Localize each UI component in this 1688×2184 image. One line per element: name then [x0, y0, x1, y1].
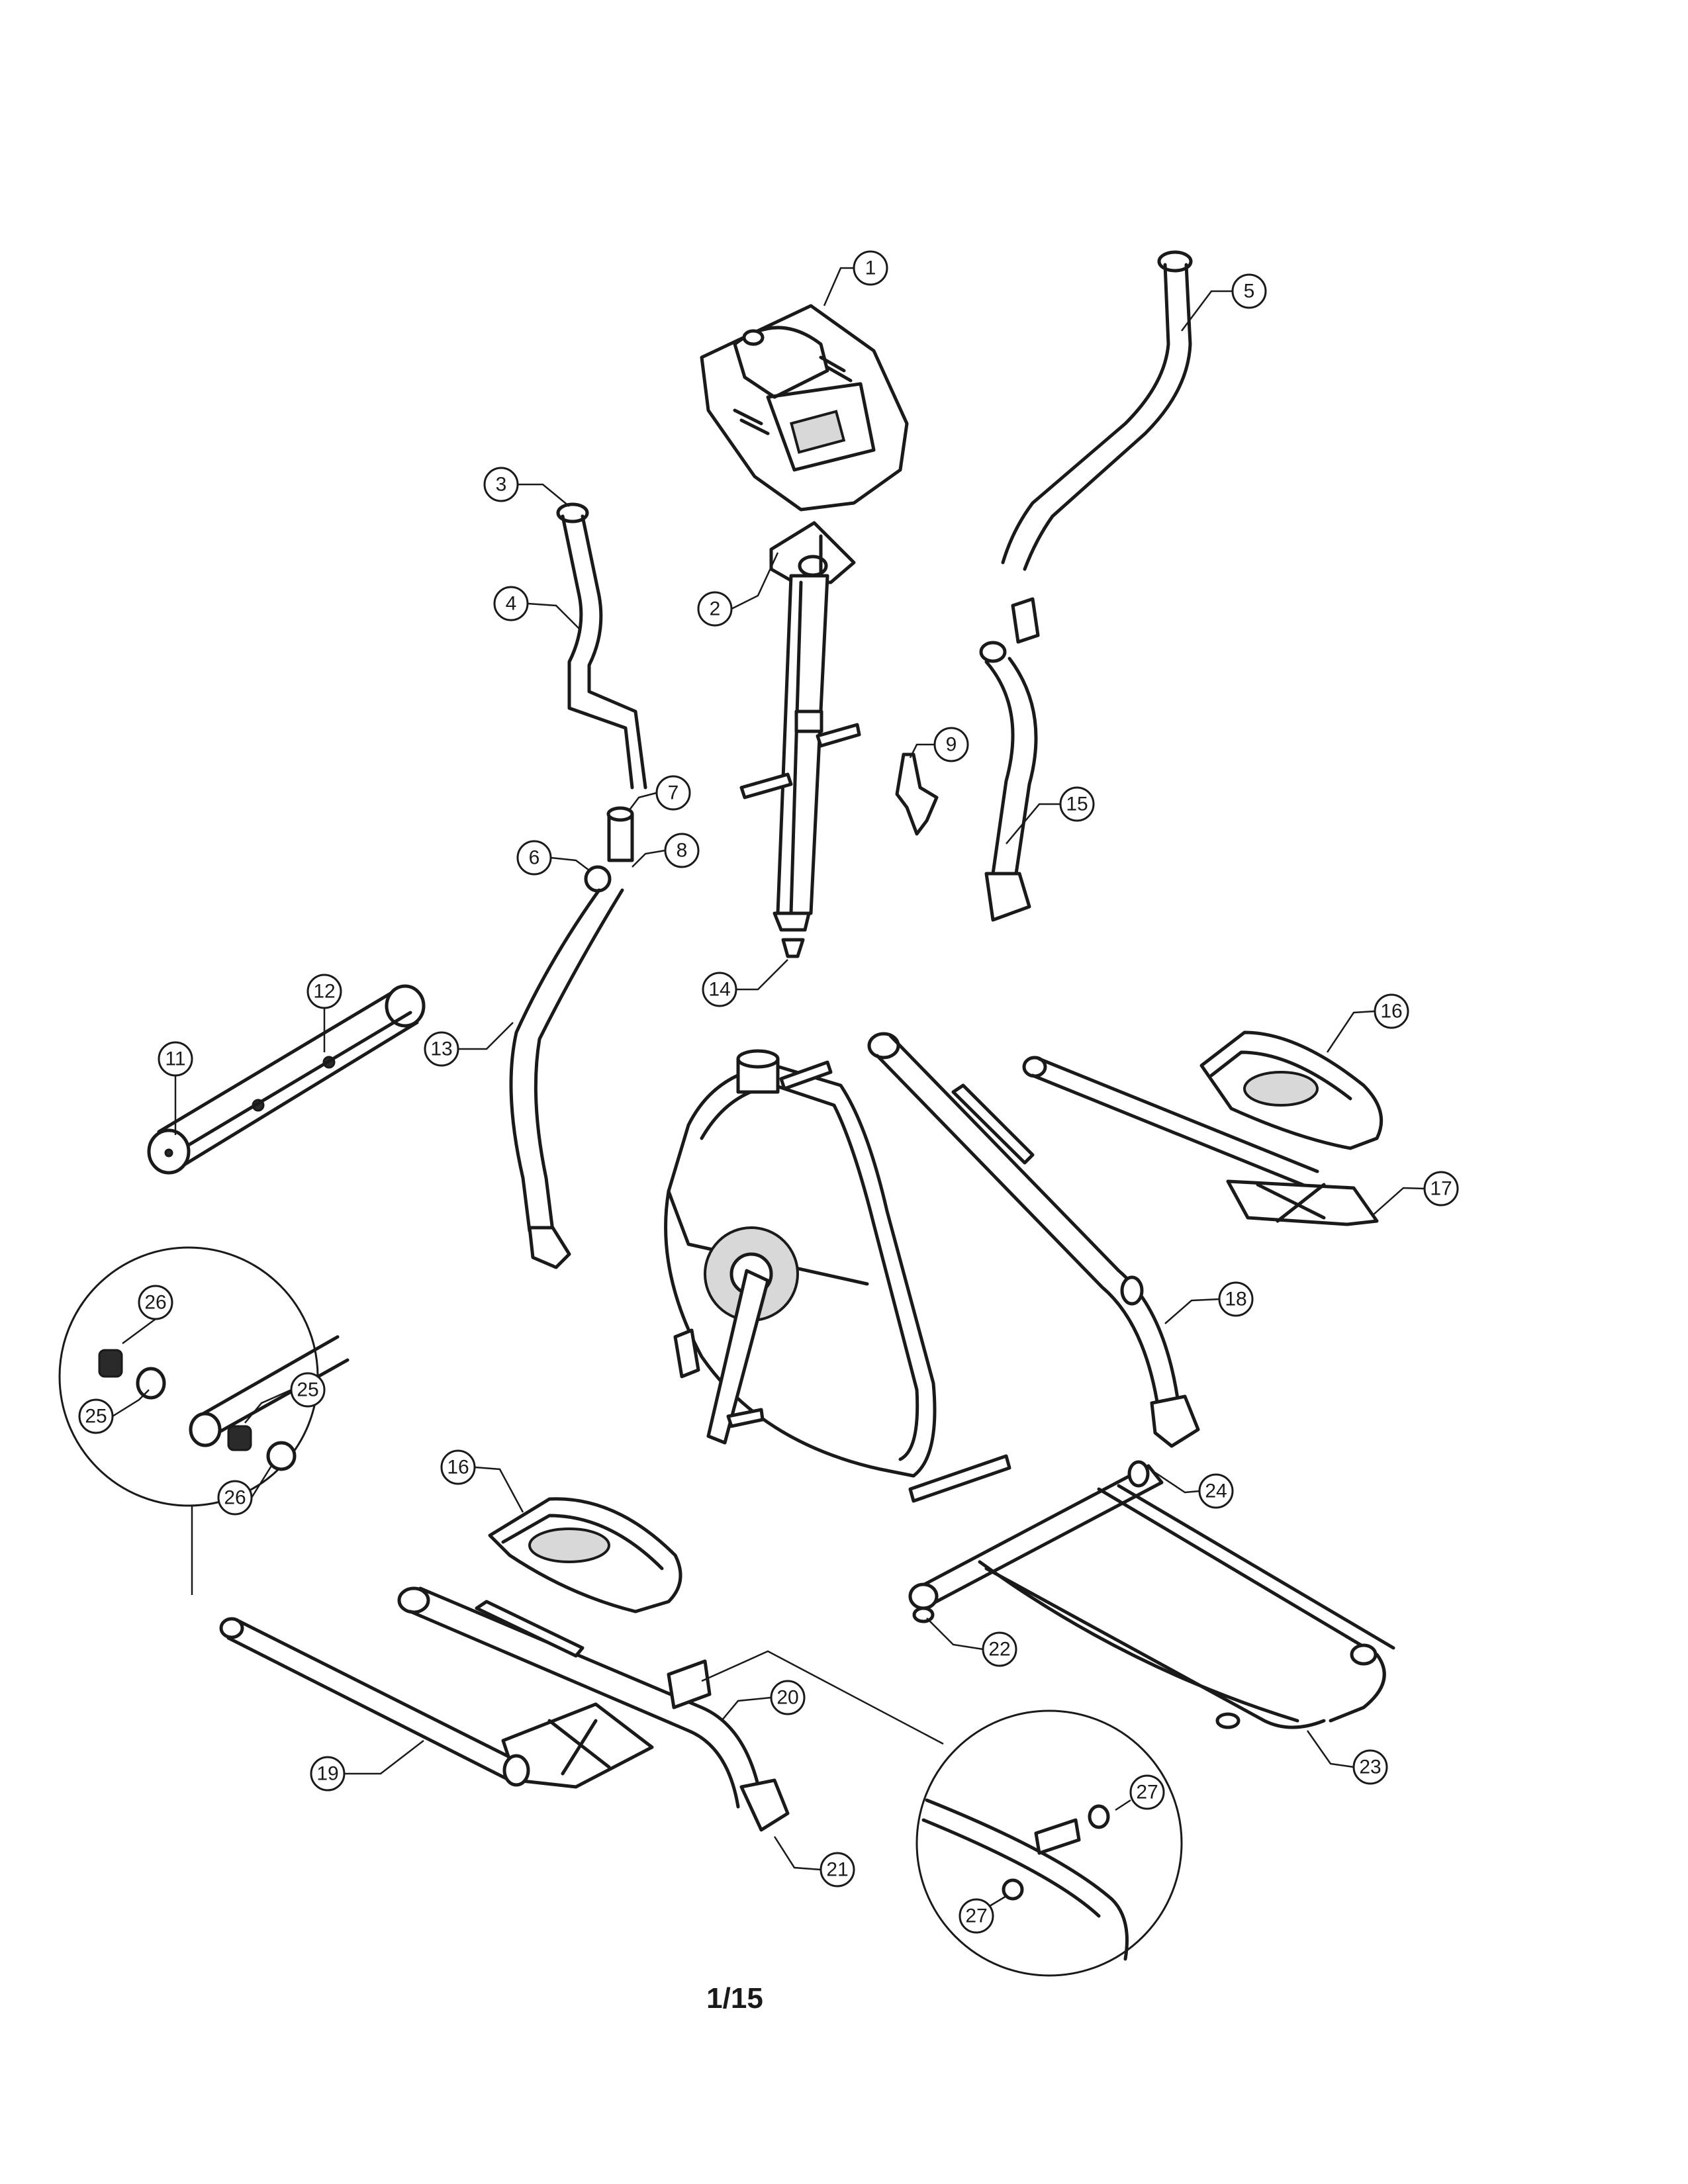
bracket-part	[895, 752, 939, 836]
console-part	[700, 304, 909, 512]
callout-label-4: 4	[506, 593, 517, 615]
callout-26-bottom: 26	[217, 1465, 273, 1516]
callout-15: 15	[1006, 786, 1095, 844]
callout-label-15: 15	[1066, 794, 1088, 815]
callout-label-16-right: 16	[1380, 1001, 1402, 1023]
callout-13: 13	[424, 1022, 514, 1067]
callout-label-8: 8	[677, 840, 688, 862]
callout-3: 3	[483, 467, 570, 507]
callout-label-16-left: 16	[447, 1457, 469, 1479]
callout-label-13: 13	[430, 1038, 452, 1060]
callout-19: 19	[310, 1740, 424, 1792]
callout-16-right: 16	[1326, 993, 1409, 1053]
flywheel-housing-part	[664, 1049, 1011, 1503]
left-pedal-rail-part	[219, 1617, 654, 1789]
callout-4: 4	[493, 586, 580, 629]
callout-8: 8	[632, 833, 700, 868]
callout-22: 22	[926, 1617, 1017, 1667]
callout-label-12: 12	[313, 981, 335, 1003]
callout-1: 1	[823, 250, 888, 306]
detail-inset-bolt	[701, 1650, 1183, 1977]
callout-label-25-right: 25	[297, 1379, 318, 1401]
callout-17: 17	[1373, 1171, 1459, 1215]
post-end-cap-part	[781, 938, 805, 958]
callout-label-14: 14	[708, 979, 730, 1001]
callout-7: 7	[628, 775, 691, 811]
callout-label-27-bottom: 27	[965, 1905, 987, 1927]
left-lower-arm-part	[509, 806, 634, 1269]
callout-9: 9	[909, 727, 969, 762]
callout-label-26-top: 26	[144, 1292, 166, 1314]
callout-label-25-left: 25	[85, 1406, 107, 1428]
upright-post-part	[739, 521, 861, 932]
callout-6: 6	[516, 840, 590, 876]
callout-label-18: 18	[1225, 1289, 1246, 1310]
callout-label-1: 1	[865, 257, 876, 279]
left-upper-handlebar-part	[556, 502, 647, 790]
right-pedal-rail-part	[1022, 1056, 1379, 1226]
callout-23: 23	[1306, 1730, 1388, 1785]
callout-label-27-top: 27	[1136, 1782, 1158, 1803]
callout-label-7: 7	[668, 782, 679, 804]
callout-20: 20	[721, 1680, 806, 1721]
front-stabilizer-part	[147, 984, 426, 1175]
left-pedal-arm-part	[397, 1586, 790, 1832]
callout-label-24: 24	[1205, 1480, 1227, 1502]
right-pedal-arm-part	[867, 1032, 1200, 1448]
callout-label-11: 11	[165, 1048, 185, 1070]
callout-18: 18	[1164, 1281, 1254, 1324]
right-pedal-part	[1199, 1030, 1383, 1150]
callout-24: 24	[1154, 1471, 1234, 1509]
callout-label-20: 20	[776, 1687, 798, 1709]
callout-label-23: 23	[1359, 1756, 1381, 1778]
callout-label-9: 9	[946, 734, 957, 756]
right-upper-handlebar-part	[1001, 250, 1193, 571]
callout-label-5: 5	[1244, 281, 1255, 302]
callout-27-bottom: 27	[959, 1895, 1007, 1934]
base-frame-part	[908, 1460, 1395, 1729]
callout-label-22: 22	[988, 1639, 1010, 1661]
callout-25-left: 25	[78, 1389, 150, 1434]
detail-inset-bearing	[58, 1246, 350, 1595]
callout-21: 21	[773, 1836, 855, 1888]
left-pedal-part	[488, 1497, 682, 1614]
callout-label-21: 21	[826, 1859, 848, 1881]
right-lower-arm-part	[979, 597, 1040, 922]
callout-12: 12	[306, 974, 342, 1052]
callout-5: 5	[1181, 273, 1267, 332]
callout-label-26-bottom: 26	[224, 1487, 246, 1509]
callout-label-19: 19	[316, 1763, 338, 1785]
callout-14: 14	[702, 959, 788, 1007]
callout-25-right: 25	[244, 1372, 326, 1424]
callout-16-left: 16	[440, 1449, 524, 1513]
callout-label-3: 3	[496, 474, 507, 496]
page-number: 1/15	[706, 1982, 763, 2015]
callout-27-top: 27	[1115, 1774, 1165, 1811]
callout-label-17: 17	[1430, 1178, 1452, 1200]
callouts: 1 2 3 4 5 6	[78, 250, 1459, 1934]
callout-11: 11	[158, 1041, 193, 1135]
callout-label-6: 6	[529, 847, 540, 869]
callout-26-top: 26	[122, 1285, 173, 1345]
callout-2: 2	[697, 552, 779, 627]
callout-label-2: 2	[710, 598, 721, 620]
